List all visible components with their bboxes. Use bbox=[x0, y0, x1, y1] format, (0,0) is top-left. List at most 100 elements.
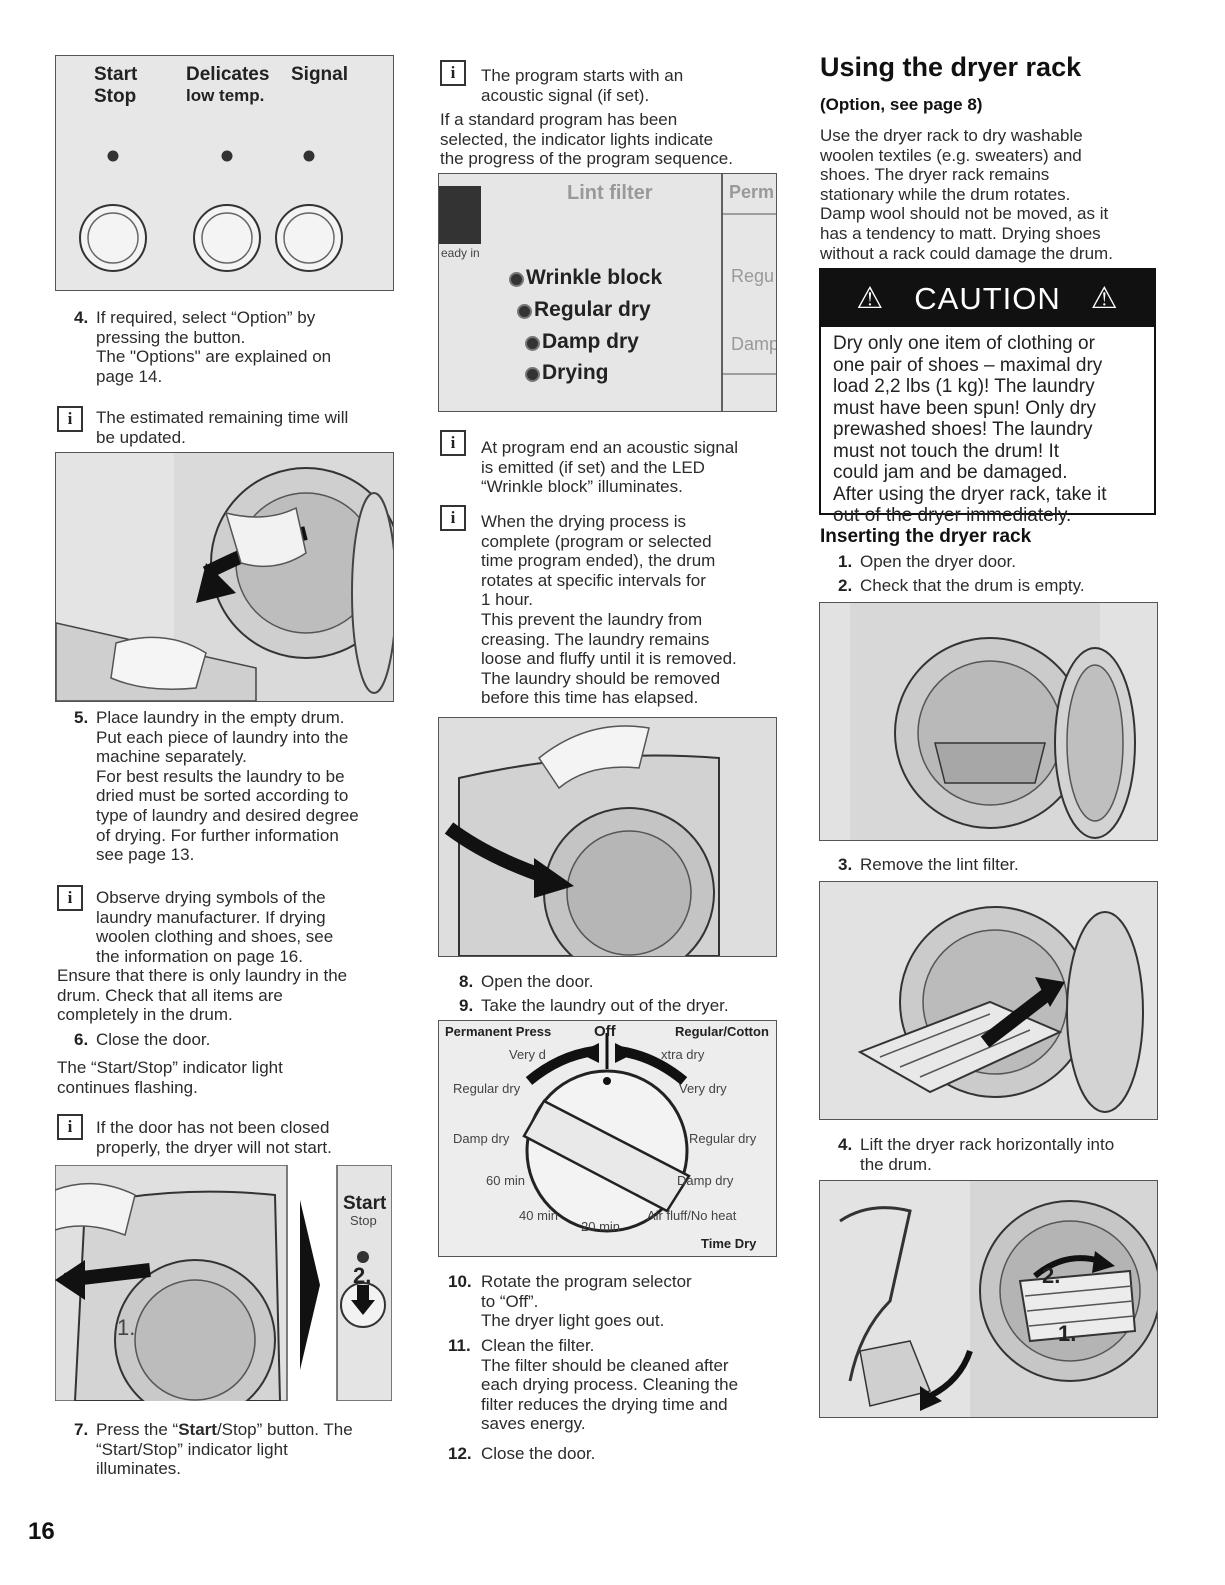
drying-led bbox=[525, 367, 540, 382]
step-text: illuminates. bbox=[96, 1459, 182, 1479]
step-5: 5. Place laundry in the empty drum. Put … bbox=[74, 708, 396, 865]
caution-line: must have been spun! Only dry bbox=[833, 397, 1096, 419]
step-text: Remove the lint filter. bbox=[860, 855, 1019, 874]
wrinkle-block-led bbox=[509, 272, 524, 287]
inserting-heading: Inserting the dryer rack bbox=[820, 526, 1032, 547]
text-part: /Stop” button. The bbox=[216, 1420, 353, 1439]
paragraph-line: The “Start/Stop” indicator light bbox=[57, 1058, 283, 1077]
step-mark-2: 2. bbox=[353, 1263, 372, 1288]
note-line: 1 hour. bbox=[481, 590, 533, 610]
caution-line: Dry only one item of clothing or bbox=[833, 333, 1095, 354]
step-text: the drum. bbox=[860, 1154, 932, 1174]
paragraph-line: Use the dryer rack to dry washable bbox=[820, 126, 1083, 145]
paragraph-line: without a rack could damage the drum. bbox=[820, 243, 1113, 263]
info-icon: i bbox=[440, 430, 466, 456]
step-number: 9. bbox=[459, 996, 474, 1015]
note-line: Observe drying symbols of the bbox=[96, 888, 326, 907]
step-text: “Start/Stop” indicator light bbox=[96, 1439, 288, 1459]
start-bold: Start bbox=[178, 1420, 217, 1439]
step-text: Close the door. bbox=[481, 1444, 596, 1463]
note-line: If the door has not been closed bbox=[96, 1118, 330, 1137]
step-number: 8. bbox=[459, 972, 474, 991]
caution-line: one pair of shoes – maximal dry bbox=[833, 354, 1103, 376]
step-text: pressing the button. bbox=[96, 327, 246, 347]
note-line: This prevent the laundry from bbox=[481, 609, 703, 629]
note-line: be updated. bbox=[96, 427, 186, 447]
paragraph-line: the progress of the program sequence. bbox=[440, 149, 733, 169]
paragraph-line: completely in the drum. bbox=[57, 1005, 233, 1025]
note-line: At program end an acoustic signal bbox=[481, 438, 739, 457]
caution-line: prewashed shoes! The laundry bbox=[833, 419, 1093, 440]
close-door-illustration bbox=[55, 1165, 392, 1401]
paragraph-line: selected, the indicator lights indicate bbox=[440, 129, 714, 149]
section-heading: Using the dryer rack bbox=[820, 52, 1082, 82]
paragraph-line: drum. Check that all items are bbox=[57, 985, 283, 1005]
damp-label: Damp bbox=[731, 334, 777, 354]
step-number: 12. bbox=[448, 1444, 472, 1463]
info-icon: i bbox=[57, 1114, 83, 1140]
text-part: Press the “ bbox=[96, 1420, 179, 1439]
step-number: 4. bbox=[838, 1135, 853, 1154]
step-number: 4. bbox=[74, 308, 89, 327]
step-number: 2. bbox=[838, 576, 853, 595]
step-2-rack: 2. Check that the drum is empty. bbox=[838, 576, 1160, 596]
paragraph-line: If a standard program has been bbox=[440, 110, 678, 129]
paragraph-line: has a tendency to matt. Drying shoes bbox=[820, 223, 1101, 243]
step-text: of drying. For further information bbox=[96, 825, 339, 845]
step-10: 10. Rotate the program selector to “Off”… bbox=[448, 1272, 781, 1331]
damp-dry-label: Damp dry bbox=[542, 330, 639, 353]
step-text: The filter should be cleaned after bbox=[481, 1355, 729, 1375]
step-number: 7. bbox=[74, 1420, 89, 1439]
info-icon: i bbox=[57, 885, 83, 911]
time-dry-label: Time Dry bbox=[701, 1236, 757, 1251]
caution-line: must not touch the drum! It bbox=[833, 440, 1059, 462]
insert-rack-illustration bbox=[820, 1181, 1157, 1417]
warning-triangle-icon: ⚠ bbox=[856, 282, 885, 315]
forty-min-label: 40 min bbox=[519, 1208, 559, 1223]
open-door-figure bbox=[438, 717, 777, 957]
stop-label: Stop bbox=[94, 86, 137, 107]
program-dial-figure: Permanent Press Off Regular/Cotton Very … bbox=[438, 1020, 777, 1257]
note-line: rotates at specific intervals for bbox=[481, 570, 706, 590]
note-line: properly, the dryer will not start. bbox=[96, 1137, 332, 1157]
program-dial-illustration bbox=[439, 1021, 776, 1256]
ready-in-label: eady in bbox=[441, 246, 480, 260]
step-text: Close the door. bbox=[96, 1030, 211, 1049]
paragraph-line: woolen textiles (e.g. sweaters) and bbox=[820, 145, 1082, 165]
step-text: Press the “Start/Stop” button. The bbox=[96, 1420, 406, 1440]
start-label: Start bbox=[343, 1193, 387, 1214]
delicates-label: Delicates bbox=[186, 64, 270, 85]
step-text: page 14. bbox=[96, 366, 163, 386]
low-temp-label: low temp. bbox=[186, 86, 265, 105]
step-number: 11. bbox=[448, 1336, 471, 1355]
step-1-rack: 1. Open the dryer door. bbox=[838, 552, 1160, 572]
step-12: 12. Close the door. bbox=[448, 1444, 781, 1464]
note-line: before this time has elapsed. bbox=[481, 688, 699, 708]
paragraph-line: Ensure that there is only laundry in the bbox=[57, 966, 348, 985]
step-mark-2: 2. bbox=[1042, 1263, 1061, 1288]
note-line: acoustic signal (if set). bbox=[481, 85, 650, 105]
step-number: 10. bbox=[448, 1272, 472, 1291]
step-text: Clean the filter. bbox=[481, 1336, 595, 1355]
step-text: Place laundry in the empty drum. bbox=[96, 708, 345, 727]
note-program-starts: The program starts with an acoustic sign… bbox=[481, 66, 781, 105]
step-4-rack: 4. Lift the dryer rack horizontally into… bbox=[838, 1135, 1160, 1174]
caution-line: could jam and be damaged. bbox=[833, 462, 1068, 483]
note-line: The laundry should be removed bbox=[481, 668, 721, 688]
permanent-press-label: Permanent Press bbox=[445, 1024, 552, 1039]
note-line: When the drying process is bbox=[481, 512, 687, 531]
step-text: For best results the laundry to be bbox=[96, 766, 345, 786]
note-program-end: At program end an acoustic signal is emi… bbox=[481, 438, 791, 497]
damp-dry-led bbox=[525, 336, 540, 351]
step-text: Take the laundry out of the dryer. bbox=[481, 996, 729, 1015]
note-line: time program ended), the drum bbox=[481, 551, 716, 571]
twenty-min-label: 20 min bbox=[581, 1219, 621, 1234]
empty-drum-figure bbox=[819, 602, 1158, 841]
step-text: Put each piece of laundry into the bbox=[96, 727, 349, 747]
damp-dry-label-left: Damp dry bbox=[453, 1131, 510, 1146]
drying-label: Drying bbox=[542, 361, 609, 384]
insert-rack-figure: 2. 1. bbox=[819, 1180, 1158, 1418]
note-line: The estimated remaining time will bbox=[96, 408, 349, 427]
off-label: Off bbox=[594, 1023, 616, 1040]
page-number: 16 bbox=[28, 1518, 55, 1545]
